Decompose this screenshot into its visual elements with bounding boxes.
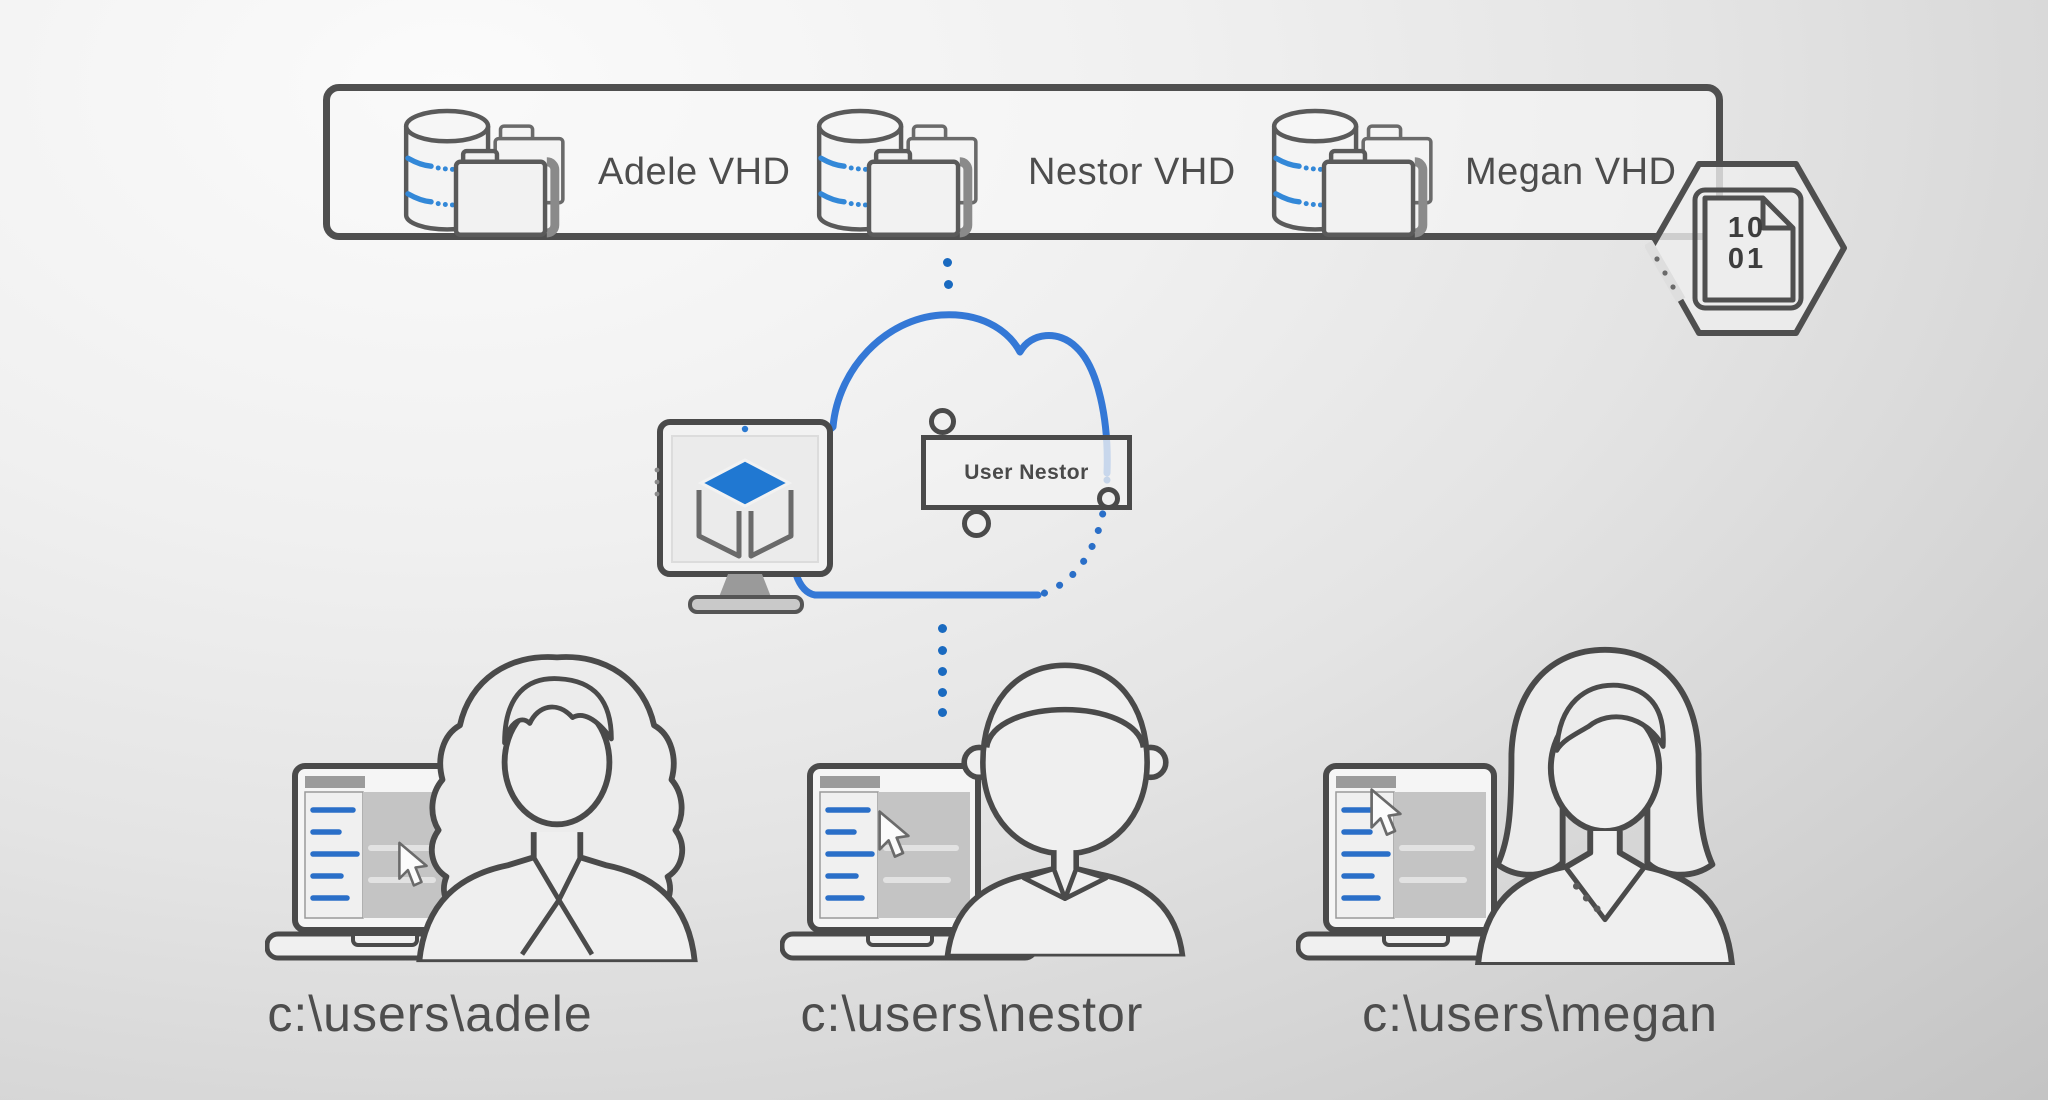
- connector-dot: [938, 646, 947, 655]
- vhd-item-nestor: Nestor VHD: [745, 91, 1235, 233]
- session-box: User Nestor: [921, 435, 1132, 510]
- vhd-label: Nestor VHD: [1028, 151, 1236, 193]
- connector-dot: [938, 667, 947, 676]
- connector-dot: [944, 280, 953, 289]
- connector-dot: [938, 688, 947, 697]
- puzzle-knob-icon: [1097, 487, 1120, 510]
- person-adele-icon: [392, 638, 722, 966]
- profile-path-megan: c:\users\megan: [1362, 986, 1718, 1042]
- binary-line-2: 01: [1727, 243, 1767, 275]
- binary-document-icon: [1645, 161, 1847, 336]
- person-nestor-icon: [925, 640, 1205, 965]
- binary-line-1: 10: [1727, 212, 1767, 244]
- vhd-database-folder-icon: [392, 103, 577, 241]
- puzzle-knob-icon: [929, 408, 956, 435]
- profile-storage-box: Adele VHD Nestor VHD Megan VHD: [323, 84, 1723, 240]
- connector-dot: [943, 258, 952, 267]
- puzzle-knob-icon: [962, 509, 991, 538]
- profile-path-nestor: c:\users\nestor: [800, 986, 1144, 1042]
- vhd-database-folder-icon: [805, 103, 990, 241]
- vhd-database-folder-icon: [1260, 103, 1445, 241]
- arrow-cursor-icon: [1368, 786, 1404, 840]
- vhd-label: Megan VHD: [1465, 151, 1677, 193]
- vm-monitor-icon: [654, 419, 833, 614]
- vhd-label: Adele VHD: [598, 151, 791, 193]
- connector-dot: [938, 708, 947, 717]
- person-megan-icon: [1450, 640, 1760, 965]
- arrow-cursor-icon: [876, 808, 912, 862]
- profile-path-adele: c:\users\adele: [267, 986, 593, 1042]
- vhd-item-megan: Megan VHD: [1200, 91, 1680, 233]
- binary-badge-text: 10 01: [1712, 213, 1782, 275]
- connector-dot: [938, 624, 947, 633]
- vhd-item-adele: Adele VHD: [330, 91, 790, 233]
- session-label: User Nestor: [964, 460, 1089, 484]
- azure-cube-icon: [696, 458, 794, 559]
